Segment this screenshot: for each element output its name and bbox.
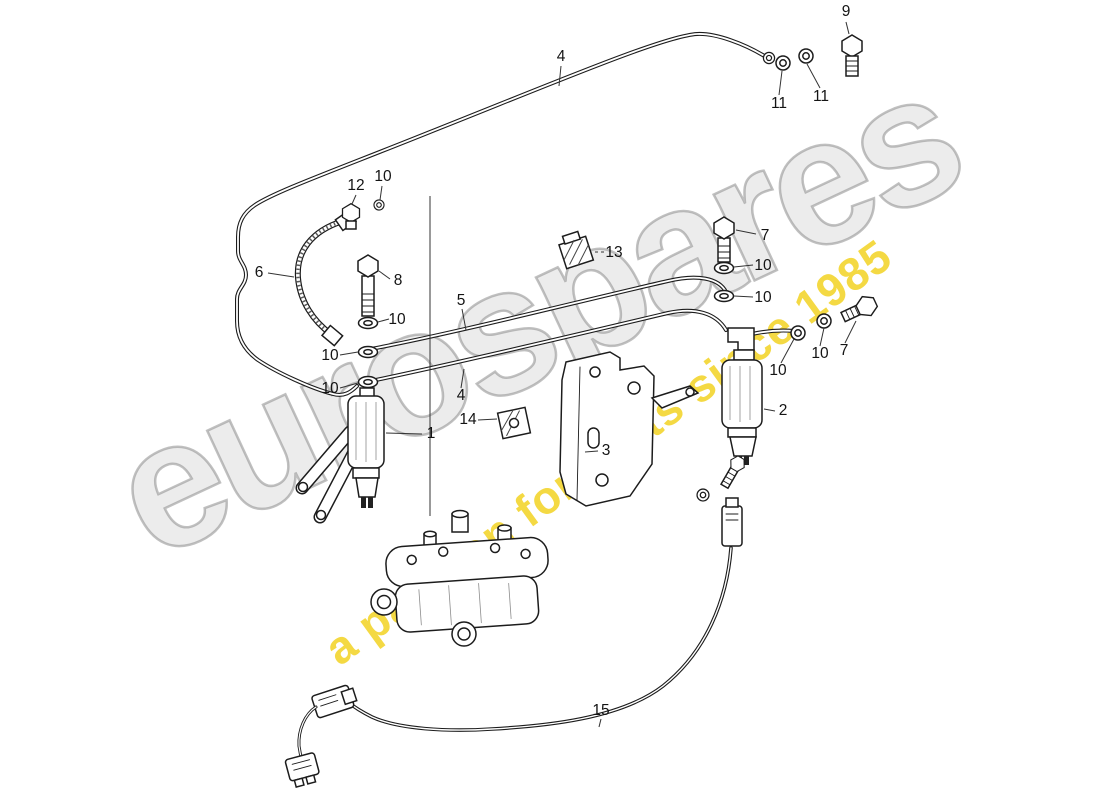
- callout-10-h[interactable]: 10: [769, 362, 787, 379]
- pipe-link-to-valve: [750, 328, 796, 336]
- callout-11-b[interactable]: 11: [812, 88, 830, 105]
- bolt-7-upper: [713, 216, 735, 303]
- bolt-7-right: [790, 291, 881, 341]
- callout-10-a[interactable]: 10: [374, 168, 392, 185]
- callout-10-e[interactable]: 10: [321, 347, 339, 364]
- cable-plug-top: [721, 497, 743, 547]
- callout-10-d[interactable]: 10: [388, 311, 406, 328]
- callout-15[interactable]: 15: [592, 702, 610, 719]
- fuel-distributor: [370, 509, 549, 647]
- part-1-valve: [295, 387, 385, 524]
- callout-1[interactable]: 1: [426, 425, 436, 442]
- callout-6[interactable]: 6: [254, 264, 264, 281]
- clamp-13: [558, 230, 595, 270]
- pipe-4-lower: [369, 308, 728, 383]
- callout-4-b[interactable]: 4: [456, 387, 466, 404]
- callout-12[interactable]: 12: [347, 177, 365, 194]
- callout-8[interactable]: 8: [393, 272, 403, 289]
- callout-5[interactable]: 5: [456, 292, 466, 309]
- callout-9[interactable]: 9: [841, 3, 851, 20]
- clamp-14: [496, 406, 532, 440]
- callout-2[interactable]: 2: [778, 402, 788, 419]
- cable-15: [284, 497, 743, 788]
- callout-10-b[interactable]: 10: [754, 257, 772, 274]
- callout-11-a[interactable]: 11: [770, 95, 788, 112]
- callout-10-f[interactable]: 10: [321, 380, 339, 397]
- cable-connector-end: [284, 752, 320, 788]
- callout-7-a[interactable]: 7: [760, 227, 770, 244]
- hose-6: [298, 209, 358, 347]
- callout-7-b[interactable]: 7: [839, 342, 849, 359]
- callout-3[interactable]: 3: [601, 442, 611, 459]
- part-2-solenoid-valve: [696, 327, 763, 502]
- callout-leaders: [267, 21, 857, 728]
- bolt-9: [841, 34, 863, 77]
- washers-11: [775, 48, 814, 71]
- bracket-3: [559, 351, 700, 507]
- callout-4-a[interactable]: 4: [556, 48, 566, 65]
- callout-14[interactable]: 14: [459, 411, 477, 428]
- cable-connector-mid: [311, 684, 358, 719]
- callout-10-g[interactable]: 10: [811, 345, 829, 362]
- bolt-8: [357, 254, 379, 317]
- callout-10-c[interactable]: 10: [754, 289, 772, 306]
- washers-10-left-stack: [357, 316, 379, 389]
- fitting-12: [341, 199, 385, 230]
- callout-13[interactable]: 13: [605, 244, 623, 261]
- pipe-4-upper: [235, 31, 776, 397]
